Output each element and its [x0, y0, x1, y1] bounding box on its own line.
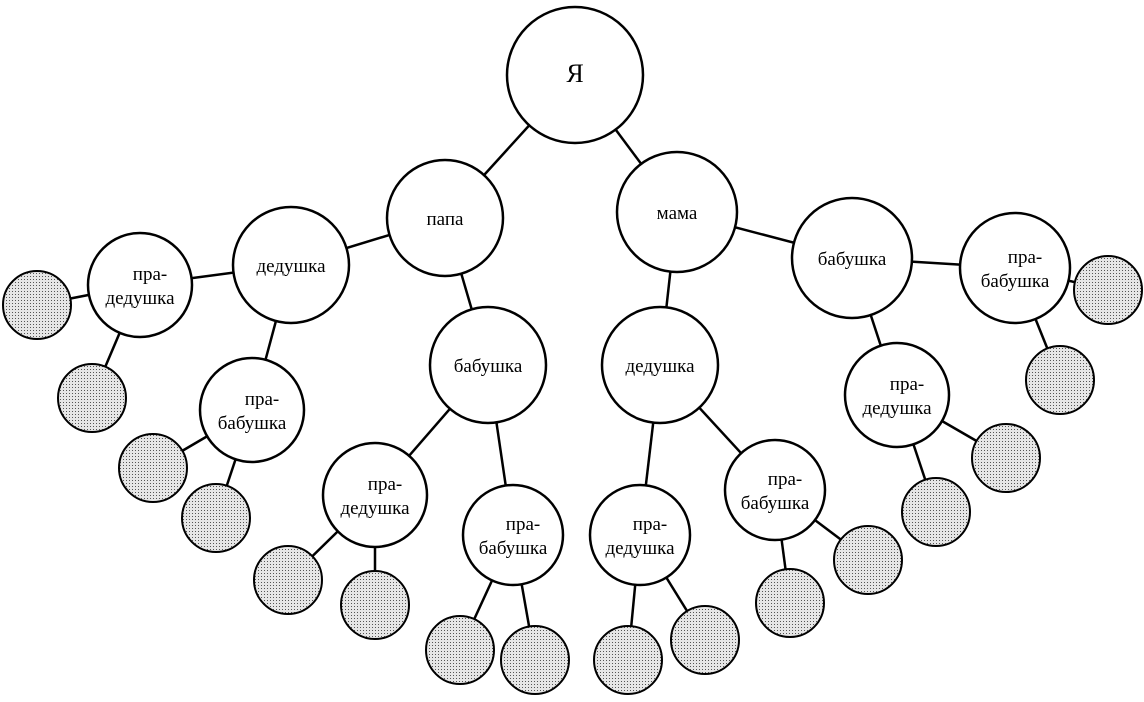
empty-ancestor-circle — [971, 423, 1041, 493]
node-mama: мама — [615, 150, 739, 274]
node-label: дедушка — [625, 356, 695, 377]
node-label: бабушка — [218, 413, 287, 434]
empty-ancestor-circle — [500, 625, 570, 695]
node-circle — [461, 483, 565, 587]
node-label: бабушка — [479, 538, 548, 559]
node-m-ded-praded: пра-дедушка — [588, 483, 692, 587]
node-m-ded-prabab: пра-бабушка — [723, 438, 827, 542]
node-circle — [385, 158, 505, 278]
node-circle — [790, 196, 914, 320]
node-label: дедушка — [256, 256, 326, 277]
node-label: пра- — [890, 374, 924, 395]
empty-ancestor-circle — [1073, 255, 1143, 325]
node-m-bab-prabab: пра-бабушка — [958, 211, 1072, 325]
empty-ancestor-circle — [57, 363, 127, 433]
empty-ancestor-circle — [181, 483, 251, 553]
node-p-bab: бабушка — [428, 305, 548, 425]
empty-ancestor-circle — [425, 615, 495, 685]
empty-ancestor-circle — [670, 605, 740, 675]
node-label: Я — [566, 59, 583, 88]
node-label: пра- — [133, 264, 167, 285]
node-label: дедушка — [605, 538, 675, 559]
node-label: пра- — [633, 514, 667, 535]
node-circle — [588, 483, 692, 587]
empty-ancestor-circle — [253, 545, 323, 615]
node-p-ded: дедушка — [231, 205, 351, 325]
node-circle — [600, 305, 720, 425]
empty-ancestor-circle — [593, 625, 663, 695]
node-circle — [198, 356, 306, 464]
node-circle — [86, 231, 194, 339]
node-circle — [723, 438, 827, 542]
node-circle — [231, 205, 351, 325]
empty-ancestor-circle — [118, 433, 188, 503]
node-label: пра- — [245, 389, 279, 410]
node-label: пра- — [768, 469, 802, 490]
node-label: пра- — [506, 514, 540, 535]
node-label: бабушка — [454, 356, 523, 377]
node-label: пра- — [368, 474, 402, 495]
node-circle — [505, 5, 645, 145]
node-p-bab-praded: пра-дедушка — [321, 441, 429, 549]
node-circle — [615, 150, 739, 274]
node-label: бабушка — [741, 493, 810, 514]
empty-ancestor-circle — [755, 568, 825, 638]
empty-ancestor-circle — [901, 477, 971, 547]
node-label: папа — [427, 209, 465, 230]
node-m-ded: дедушка — [600, 305, 720, 425]
node-label: бабушка — [818, 249, 887, 270]
empty-ancestor-circle — [833, 525, 903, 595]
node-label: бабушка — [981, 271, 1050, 292]
node-circle — [843, 341, 951, 449]
node-circle — [321, 441, 429, 549]
node-p-bab-prabab: пра-бабушка — [461, 483, 565, 587]
node-circle — [958, 211, 1072, 325]
node-p-ded-praded: пра-дедушка — [86, 231, 194, 339]
node-label: пра- — [1008, 247, 1042, 268]
node-label: дедушка — [862, 398, 932, 419]
node-label: дедушка — [105, 288, 175, 309]
node-papa: папа — [385, 158, 505, 278]
node-m-bab: бабушка — [790, 196, 914, 320]
node-circle — [428, 305, 548, 425]
empty-ancestor-circle — [2, 270, 72, 340]
node-me: Я — [505, 5, 645, 145]
node-label: дедушка — [340, 498, 410, 519]
empty-ancestor-circle — [1025, 345, 1095, 415]
node-p-ded-prabab: пра-бабушка — [198, 356, 306, 464]
node-label: мама — [657, 203, 698, 224]
node-m-bab-praded: пра-дедушка — [843, 341, 951, 449]
empty-ancestor-circle — [340, 570, 410, 640]
